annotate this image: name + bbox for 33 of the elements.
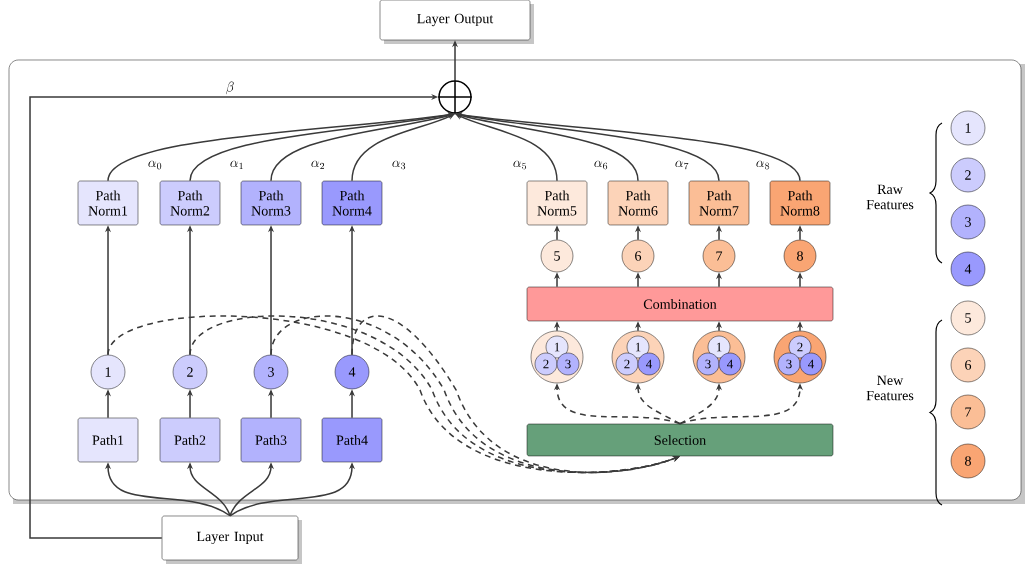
edge-label: $\alpha_1$ bbox=[228, 159, 246, 171]
sum-symbol bbox=[437, 79, 473, 115]
arrow bbox=[270, 112, 455, 182]
norm-box: Path Norm8 bbox=[769, 180, 831, 226]
edge-label: $\alpha_6$ bbox=[592, 159, 610, 171]
arrow bbox=[189, 112, 455, 182]
edge-label: $\alpha_5$ bbox=[511, 159, 529, 171]
edge-label: $\alpha_8$ bbox=[754, 159, 772, 171]
io-box: Layer Output bbox=[379, 0, 534, 44]
norm-box: Path Norm4 bbox=[321, 180, 383, 226]
path-box: Path4 bbox=[321, 417, 383, 463]
brace-label: Raw Features bbox=[866, 184, 914, 210]
norm-box: Path Norm5 bbox=[526, 180, 588, 226]
path-box: Path2 bbox=[159, 417, 221, 463]
edge-label: $\beta$ bbox=[224, 80, 236, 96]
edge-label: $\alpha_0$ bbox=[146, 159, 164, 171]
norm-box: Path Norm3 bbox=[240, 180, 302, 226]
operation-bar: Combination bbox=[526, 286, 834, 322]
arrow bbox=[351, 113, 455, 182]
arrow bbox=[455, 113, 558, 182]
path-box: Path3 bbox=[240, 417, 302, 463]
io-box: Layer Input bbox=[161, 515, 302, 564]
edge-label: $\alpha_2$ bbox=[309, 159, 327, 171]
norm-box: Path Norm1 bbox=[77, 180, 139, 226]
edge-label: $\alpha_3$ bbox=[390, 159, 408, 171]
brace-label: New Features bbox=[866, 375, 914, 401]
operation-bar: Selection bbox=[526, 423, 834, 457]
norm-box: Path Norm6 bbox=[607, 180, 669, 226]
norm-box: Path Norm7 bbox=[688, 180, 750, 226]
edge-label: $\alpha_7$ bbox=[673, 159, 691, 171]
dashed-arrow bbox=[351, 315, 680, 474]
path-box: Path1 bbox=[77, 417, 139, 463]
norm-box: Path Norm2 bbox=[159, 180, 221, 226]
